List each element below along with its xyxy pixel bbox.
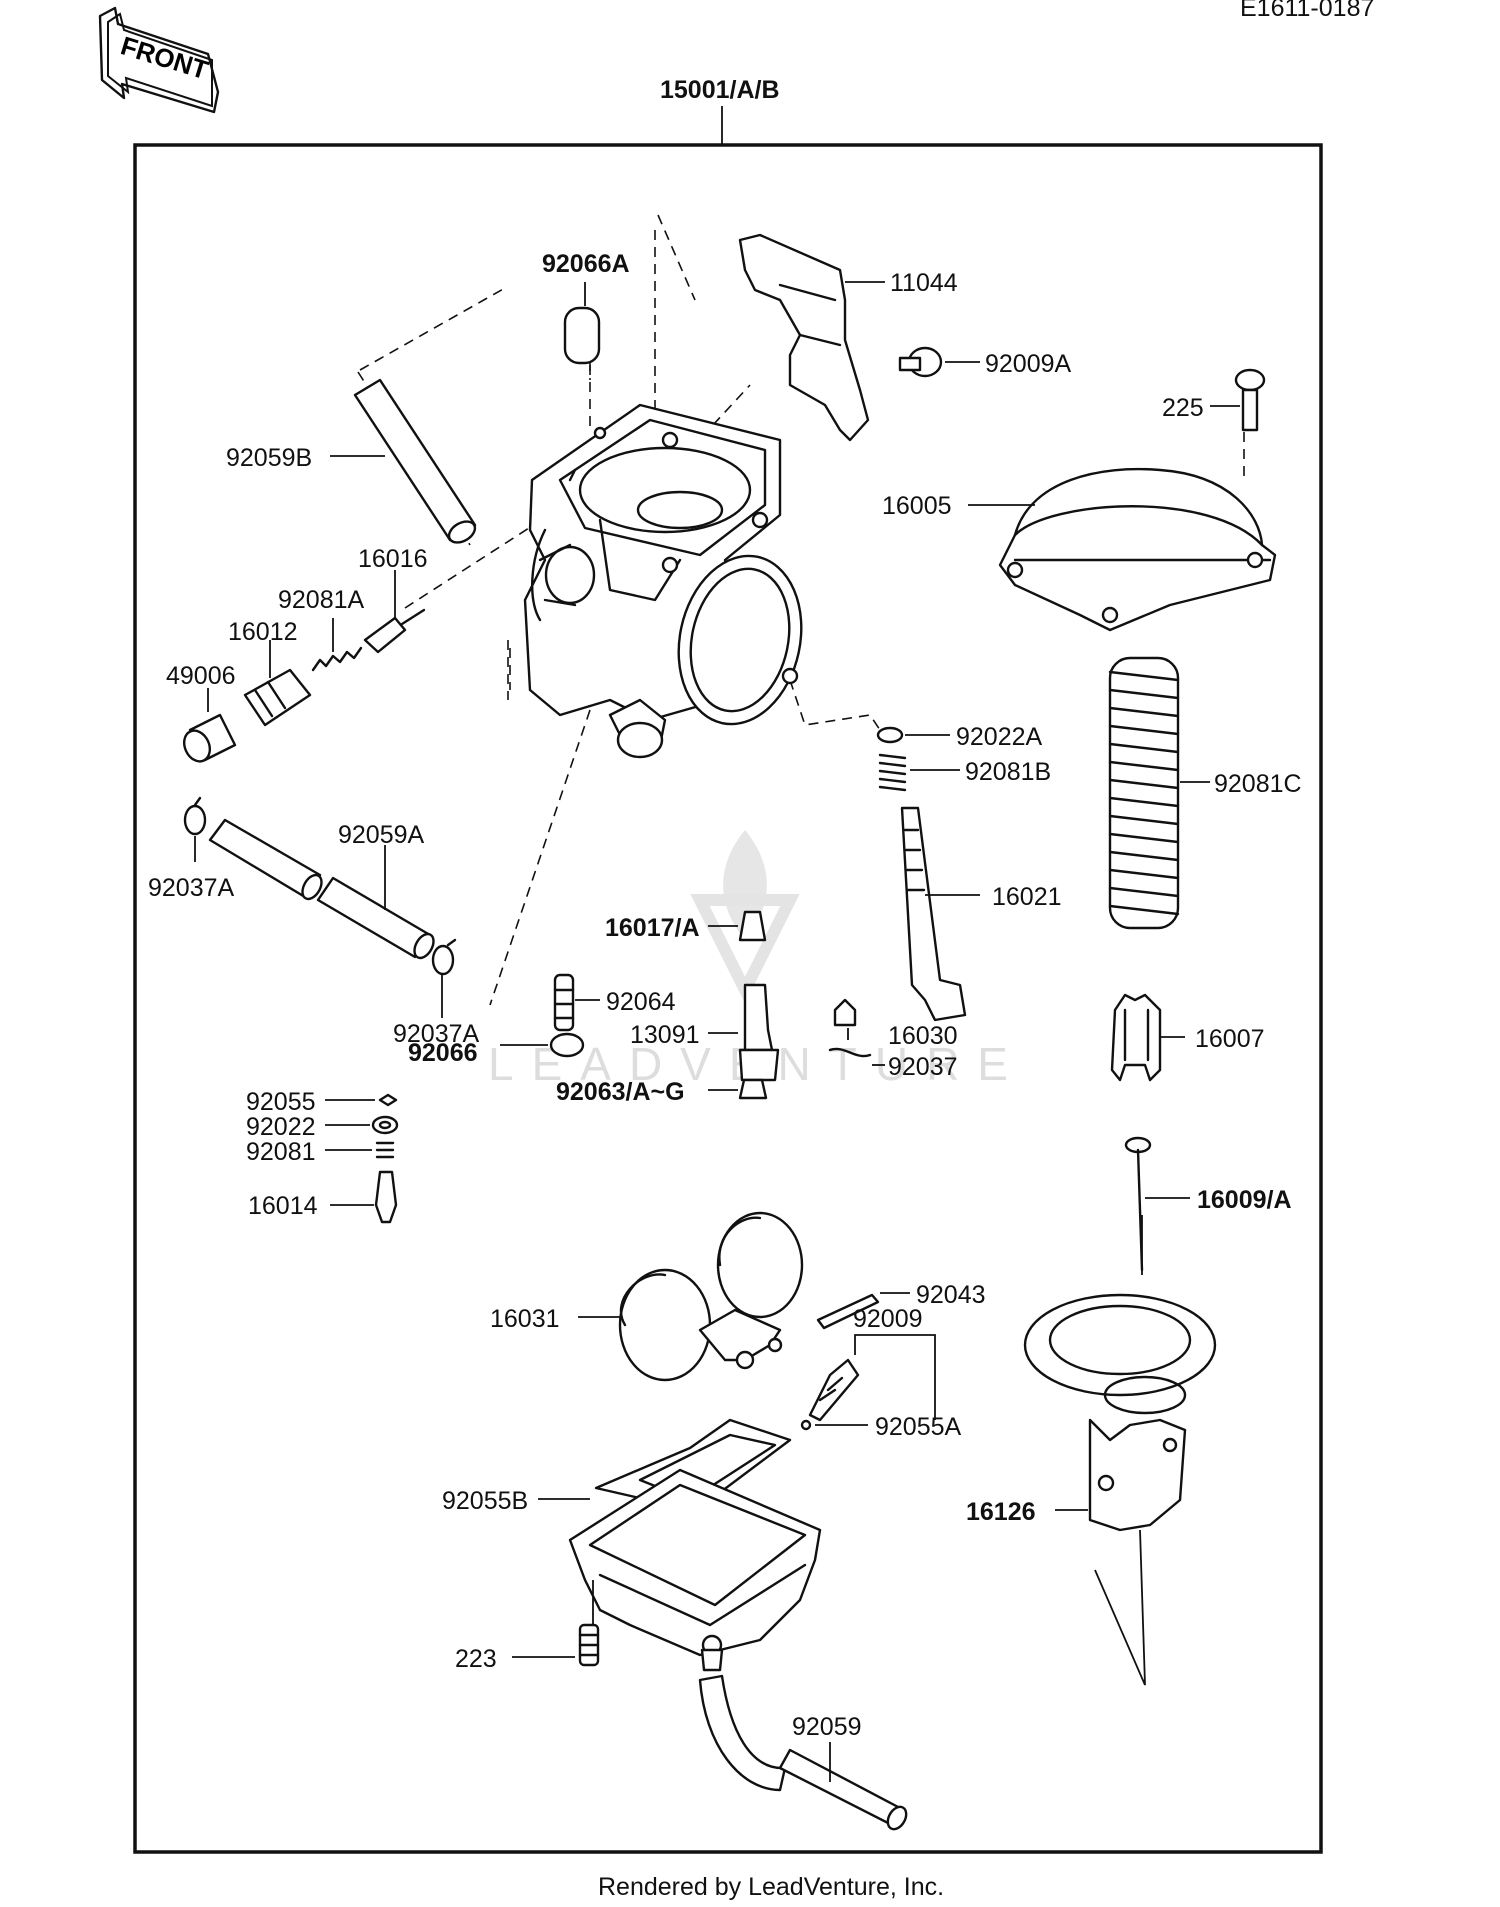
part-223 (512, 1623, 600, 1667)
label-92055A: 92055A (875, 1413, 962, 1441)
assembly-frame (133, 143, 1323, 1854)
part-92081B (878, 753, 960, 792)
part-16005 (968, 467, 1277, 632)
label-92022: 92022 (246, 1113, 316, 1141)
part-92009 (808, 1334, 936, 1422)
part-16030 (833, 998, 857, 1040)
label-92081C: 92081C (1214, 770, 1302, 798)
part-92059 (698, 1674, 908, 1831)
part-92064 (553, 973, 600, 1032)
part-92081A (311, 618, 363, 672)
part-16031 (578, 1211, 804, 1382)
part-16016 (363, 570, 426, 654)
label-92064: 92064 (606, 988, 676, 1016)
carburetor-body (523, 403, 803, 759)
label-16031: 16031 (490, 1305, 560, 1333)
label-13091: 13091 (630, 1021, 700, 1049)
label-16005: 16005 (882, 492, 952, 520)
part-16007 (1110, 993, 1185, 1082)
label-225: 225 (1162, 394, 1204, 422)
reference-code: E1611-0187 (1240, 0, 1374, 22)
front-arrow-icon: FRONT (98, 6, 220, 114)
label-16021: 16021 (992, 883, 1062, 911)
label-92009A: 92009A (985, 350, 1072, 378)
label-16017A: 16017/A (605, 914, 700, 942)
part-92066 (500, 1032, 585, 1058)
label-92063AG: 92063/A~G (556, 1078, 685, 1106)
part-92059A (208, 818, 435, 960)
label-92066: 92066 (408, 1039, 478, 1067)
part-13091 (708, 983, 780, 1082)
label-92043: 92043 (916, 1281, 986, 1309)
part-92059B (330, 378, 477, 544)
label-16030: 16030 (888, 1022, 958, 1050)
part-92037A-1 (183, 796, 207, 862)
part-92037A-2 (431, 938, 457, 1018)
part-16021 (900, 806, 980, 1022)
part-16009A (1124, 1136, 1190, 1275)
part-11044 (738, 233, 885, 442)
part-92081 (325, 1141, 395, 1159)
label-92059: 92059 (792, 1713, 862, 1741)
part-92055 (325, 1093, 398, 1107)
label-92081B: 92081B (965, 758, 1051, 786)
label-92066A: 92066A (542, 250, 630, 278)
label-16007: 16007 (1195, 1025, 1265, 1053)
part-16014 (330, 1170, 398, 1224)
label-16012: 16012 (228, 618, 298, 646)
label-92059A: 92059A (338, 821, 425, 849)
part-92022A (876, 726, 950, 744)
part-92081C (1108, 656, 1210, 930)
label-16009A: 16009/A (1197, 1186, 1292, 1214)
label-92055B: 92055B (442, 1487, 528, 1515)
part-92066A (563, 282, 601, 432)
part-16017A (708, 910, 767, 942)
label-92022A: 92022A (956, 723, 1043, 751)
part-16012 (243, 640, 312, 727)
part-92043 (816, 1292, 910, 1330)
label-92081: 92081 (246, 1138, 316, 1166)
label-92059B: 92059B (226, 444, 312, 472)
part-49006 (182, 688, 237, 763)
label-92009: 92009 (853, 1305, 923, 1333)
part-labels: 92066A 11044 92009A 225 92059B 16005 160… (148, 250, 1302, 1741)
float-bowl (568, 1468, 822, 1672)
label-16014: 16014 (248, 1192, 318, 1220)
part-225 (1210, 368, 1266, 432)
label-92037A-1: 92037A (148, 874, 235, 902)
footer-credit: Rendered by LeadVenture, Inc. (598, 1873, 944, 1901)
label-16016: 16016 (358, 545, 428, 573)
label-223: 223 (455, 1645, 497, 1673)
part-92009A (898, 346, 980, 378)
part-92022 (325, 1115, 399, 1135)
label-92055: 92055 (246, 1088, 316, 1116)
label-92037: 92037 (888, 1053, 958, 1081)
label-49006: 49006 (166, 662, 236, 690)
part-16126 (1023, 1293, 1217, 1686)
label-92037A-2: 92037A (393, 1020, 480, 1048)
part-92037 (828, 1047, 885, 1066)
label-16126: 16126 (966, 1498, 1036, 1526)
part-92055A (800, 1419, 868, 1431)
part-92063AG (708, 1078, 768, 1100)
label-92081A: 92081A (278, 586, 365, 614)
label-11044: 11044 (890, 269, 958, 297)
assembly-label: 15001/A/B (660, 76, 780, 104)
